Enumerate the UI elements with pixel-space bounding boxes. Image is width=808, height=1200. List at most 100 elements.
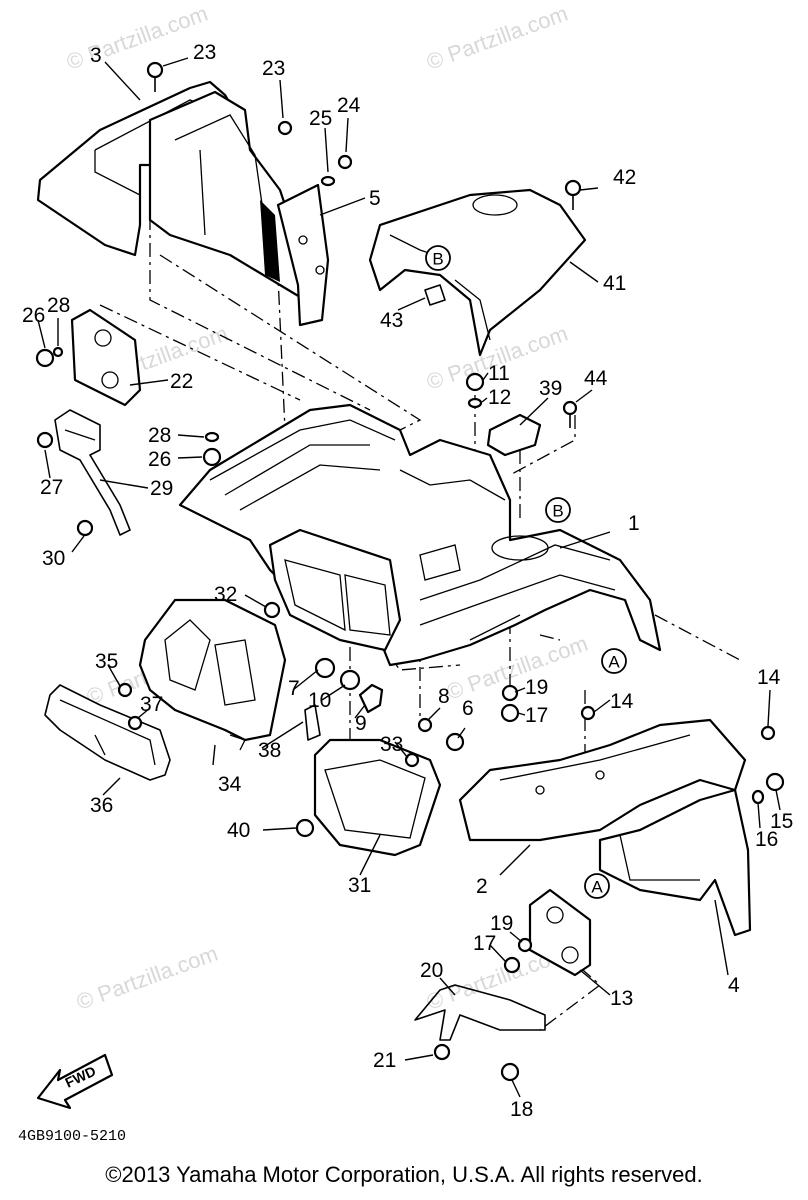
callout-41: 41	[603, 272, 626, 295]
callout-9: 9	[355, 712, 367, 735]
callout-28a: 28	[47, 294, 70, 317]
callout-21: 21	[373, 1049, 396, 1072]
callout-24: 24	[337, 94, 361, 117]
svg-text:B: B	[432, 250, 443, 269]
nut	[500, 703, 520, 723]
callout-44: 44	[584, 367, 608, 390]
reference-marker-a: A	[601, 648, 627, 674]
stay-right	[414, 984, 546, 1041]
mounting-plate-left	[70, 308, 142, 407]
collar	[314, 657, 336, 679]
nut	[35, 348, 55, 368]
callout-12: 12	[488, 386, 511, 409]
tank-cover	[368, 188, 587, 357]
washer	[467, 397, 483, 409]
screw	[760, 725, 776, 741]
callout-40: 40	[227, 819, 250, 842]
callout-19a: 19	[525, 676, 548, 699]
screw	[580, 705, 596, 721]
callout-3: 3	[90, 44, 102, 67]
front-bracket	[276, 183, 330, 327]
fasteners	[35, 61, 785, 1082]
svg-text:A: A	[608, 653, 620, 672]
callout-4: 4	[728, 974, 740, 997]
reference-marker-a: A	[584, 873, 610, 899]
callout-26b: 26	[148, 448, 171, 471]
callout-17a: 17	[525, 704, 548, 727]
bolt	[433, 1043, 451, 1061]
screw	[295, 818, 315, 838]
stay-left	[54, 409, 131, 536]
callout-13: 13	[610, 987, 633, 1010]
callout-30: 30	[42, 547, 65, 570]
headlight-frame	[138, 598, 287, 751]
callout-36: 36	[90, 794, 113, 817]
washer	[204, 431, 220, 443]
clip	[424, 284, 446, 306]
front-top-panel	[36, 80, 307, 302]
bolt	[765, 772, 785, 792]
callout-29: 29	[150, 477, 173, 500]
watermark: © Partzilla.com	[63, 1, 211, 75]
screw	[117, 682, 133, 698]
nut	[500, 1062, 520, 1082]
callout-31: 31	[348, 874, 371, 897]
callout-42: 42	[613, 166, 636, 189]
washer	[320, 175, 336, 187]
diagram-code: 4GB9100-5210	[18, 1128, 126, 1145]
callout-2: 2	[476, 875, 488, 898]
leader-lines	[37, 57, 781, 1098]
fender-right	[598, 788, 752, 937]
screw	[562, 400, 578, 416]
fender-lower-panel	[458, 718, 747, 842]
callout-14b: 14	[757, 666, 781, 689]
front-guard	[44, 684, 171, 781]
watermark: © Partzilla.com	[423, 1, 571, 75]
callout-32: 32	[214, 583, 237, 606]
callout-8: 8	[438, 685, 450, 708]
watermark: © Partzilla.com	[73, 941, 221, 1015]
svg-text:B: B	[552, 502, 563, 521]
lower-cover	[313, 738, 442, 857]
callout-25: 25	[309, 107, 332, 130]
nut	[202, 447, 222, 467]
reference-markers: A A B B	[425, 245, 627, 899]
callout-17b: 17	[473, 932, 496, 955]
nut	[263, 601, 281, 619]
copyright-notice: ©2013 Yamaha Motor Corporation, U.S.A. A…	[105, 1162, 703, 1187]
callout-23a: 23	[193, 41, 216, 64]
callout-27: 27	[40, 476, 63, 499]
callout-20: 20	[420, 959, 443, 982]
collar	[339, 669, 361, 691]
callout-33: 33	[380, 733, 403, 756]
screw	[127, 715, 143, 731]
callout-14a: 14	[610, 690, 634, 713]
headlight-housing	[268, 528, 402, 652]
callout-18: 18	[510, 1098, 533, 1121]
forward-arrow: FWD	[36, 1053, 114, 1110]
grommet	[358, 683, 384, 714]
callout-43: 43	[380, 309, 403, 332]
nut	[36, 431, 54, 449]
callout-16: 16	[755, 828, 778, 851]
callout-19b: 19	[490, 912, 513, 935]
callout-1: 1	[628, 512, 640, 535]
bolt	[337, 154, 353, 170]
screw	[404, 752, 420, 768]
callout-35: 35	[95, 650, 118, 673]
callout-39: 39	[539, 377, 562, 400]
callout-6: 6	[462, 697, 474, 720]
reference-marker-b: B	[545, 497, 571, 523]
callout-28b: 28	[148, 424, 171, 447]
bolt	[76, 519, 94, 537]
callout-22: 22	[170, 370, 193, 393]
callout-7: 7	[288, 677, 300, 700]
clip-38	[304, 704, 321, 741]
callout-11: 11	[488, 362, 510, 385]
washer	[501, 684, 519, 702]
svg-text:A: A	[591, 878, 603, 897]
callout-34: 34	[218, 773, 242, 796]
bolt	[445, 732, 465, 752]
callout-10: 10	[308, 689, 331, 712]
